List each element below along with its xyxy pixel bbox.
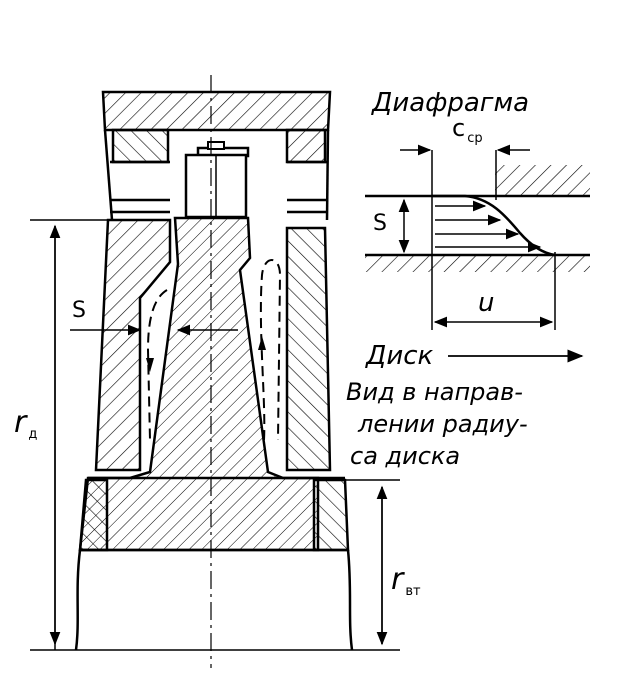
c-average-main: c (452, 114, 466, 142)
flow-arrowheads (146, 336, 266, 372)
upper-right-block (285, 128, 327, 164)
r-disk-main: r (14, 405, 27, 440)
r-hub-main: r (391, 562, 404, 597)
r-disk-dimension (30, 219, 400, 651)
caption-line-2: лении радиу- (358, 410, 528, 438)
s-gap-label: S (72, 298, 86, 323)
casing-outline (103, 129, 330, 221)
leakage-flow-left (146, 289, 168, 441)
caption-line-1: Вид в направ- (346, 378, 523, 406)
r-hub-dimension (345, 479, 400, 646)
blade-shroud (184, 141, 250, 219)
leakage-flow-right (259, 259, 282, 441)
s-inset-label: S (373, 211, 387, 236)
disk-label: Диск (366, 341, 434, 371)
diaphragm-label: Диафрагма (372, 88, 530, 118)
r-hub-sub: вт (405, 584, 421, 599)
upper-left-block (111, 128, 170, 164)
c-average-sub: ср (467, 131, 483, 146)
shaft (74, 548, 354, 651)
r-disk-sub: д (28, 427, 38, 442)
diaphragm-right (285, 226, 332, 472)
u-label: u (478, 288, 495, 318)
caption-line-3: са диска (350, 442, 461, 470)
inset-detail (365, 144, 590, 363)
top-plate (101, 90, 332, 132)
